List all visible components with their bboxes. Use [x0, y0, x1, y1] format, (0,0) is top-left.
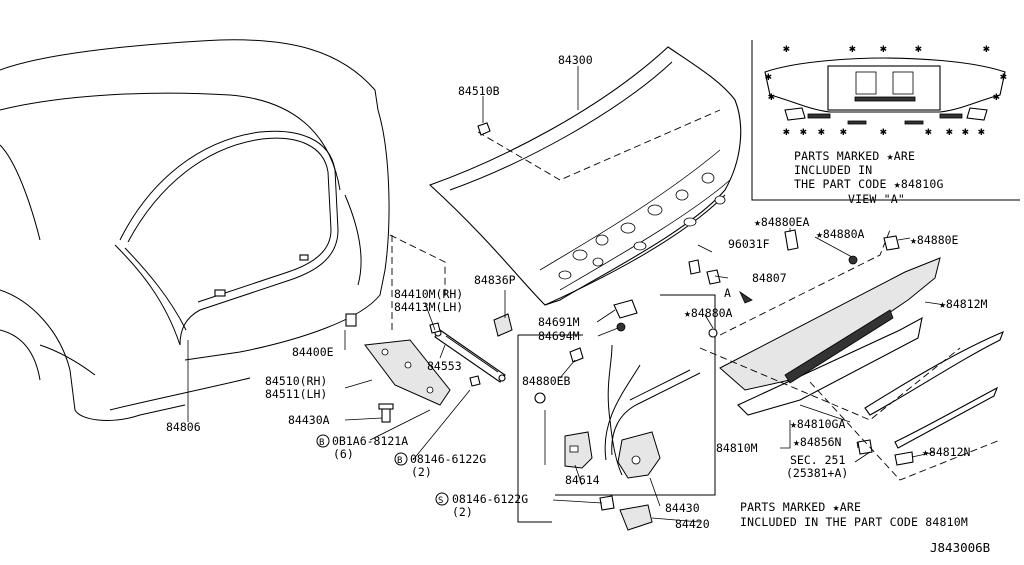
label-84553: 84553	[427, 359, 462, 373]
label-sec-25381: (25381+A)	[786, 466, 848, 480]
label-08146-6122G-s: 08146-6122G	[452, 492, 528, 506]
svg-text:✱: ✱	[849, 41, 856, 55]
label-84812N: ★84812N	[922, 445, 971, 459]
label-08146-6122G-b: 08146-6122G	[410, 452, 486, 466]
label-84880A-1: ★84880A	[816, 227, 865, 241]
bolt-callout-0B1A6: B 0B1A6-8121A (6)	[316, 434, 408, 461]
view-a-note: PARTS MARKED ★ARE INCLUDED IN THE PART C…	[794, 149, 944, 206]
finisher-garnish-drawing	[599, 229, 1004, 531]
view-a-note-line-2: INCLUDED IN	[794, 163, 872, 177]
svg-text:✱: ✱	[915, 41, 922, 55]
label-84694M: 84694M	[538, 329, 580, 343]
circle-b-mark-2: B	[397, 456, 402, 466]
svg-text:✱: ✱	[962, 124, 969, 138]
bolt-callout-08146-b: B 08146-6122G (2)	[394, 452, 486, 479]
svg-text:✱: ✱	[946, 124, 953, 138]
arrow-a-label: A	[724, 286, 731, 300]
label-84806: 84806	[166, 420, 201, 434]
label-84807: 84807	[752, 271, 787, 285]
label-84880E: ★84880E	[910, 233, 959, 247]
label-84400E: 84400E	[292, 345, 334, 359]
label-96031F: 96031F	[728, 237, 770, 251]
svg-text:✱: ✱	[1000, 69, 1007, 83]
view-a-note-line-3: THE PART CODE ★84810G	[794, 177, 944, 191]
hinge-and-strut-drawing	[345, 122, 546, 423]
view-a-star-markers: ✱ ✱ ✱ ✱ ✱ ✱ ✱ ✱ ✱ ✱ ✱ ✱ ✱ ✱ ✱ ✱ ✱ ✱	[765, 41, 1007, 138]
view-a-title: VIEW "A"	[848, 192, 905, 206]
svg-text:✱: ✱	[978, 124, 985, 138]
svg-text:✱: ✱	[765, 69, 772, 83]
svg-text:✱: ✱	[818, 124, 825, 138]
label-84880A-2: ★84880A	[684, 306, 733, 320]
leader-lines	[187, 66, 946, 523]
svg-text:✱: ✱	[880, 41, 887, 55]
label-84691M: 84691M	[538, 315, 580, 329]
car-body-drawing	[0, 39, 390, 421]
label-84410M: 84410M(RH)	[394, 287, 463, 301]
label-84880EA: ★84880EA	[754, 215, 809, 229]
label-84810GA: ★84810GA	[790, 417, 845, 431]
label-84420: 84420	[675, 517, 710, 531]
label-84430: 84430	[665, 501, 700, 515]
label-84812M: ★84812M	[939, 297, 988, 311]
trunk-lid-drawing	[428, 46, 742, 306]
lid-inner-holes	[558, 172, 726, 280]
label-84413M: 84413M(LH)	[394, 300, 463, 314]
svg-text:✱: ✱	[800, 124, 807, 138]
latch-cable-detail-box	[517, 294, 716, 523]
svg-text:✱: ✱	[768, 89, 775, 103]
diagram-code: J843006B	[930, 540, 990, 555]
label-84856N: ★84856N	[793, 435, 842, 449]
label-qty-2-a: (2)	[411, 465, 432, 479]
bottom-note-line-1: PARTS MARKED ★ARE	[740, 500, 861, 514]
svg-text:✱: ✱	[840, 124, 847, 138]
circle-s-mark: S	[438, 496, 443, 506]
label-84614: 84614	[565, 473, 600, 487]
label-84880EB: 84880EB	[522, 374, 571, 388]
view-a-inset: ✱ ✱ ✱ ✱ ✱ ✱ ✱ ✱ ✱ ✱ ✱ ✱ ✱ ✱ ✱ ✱ ✱ ✱	[751, 40, 1020, 201]
label-84510B: 84510B	[458, 84, 500, 98]
circle-b-mark: B	[319, 438, 324, 448]
bolt-callout-08146-s: S 08146-6122G (2)	[435, 492, 528, 519]
bottom-note-line-2: INCLUDED IN THE PART CODE 84810M	[740, 515, 968, 529]
view-a-note-line-1: PARTS MARKED ★ARE	[794, 149, 915, 163]
label-84430A: 84430A	[288, 413, 330, 427]
svg-text:✱: ✱	[983, 41, 990, 55]
label-qty-2-b: (2)	[452, 505, 473, 519]
svg-text:✱: ✱	[993, 89, 1000, 103]
svg-text:✱: ✱	[880, 124, 887, 138]
label-sec-251: SEC. 251	[790, 453, 845, 467]
label-0B1A6-8121A: 0B1A6-8121A	[332, 434, 408, 448]
label-84810M: 84810M	[716, 441, 758, 455]
svg-text:✱: ✱	[783, 41, 790, 55]
label-84300: 84300	[558, 53, 593, 67]
bottom-note: PARTS MARKED ★ARE INCLUDED IN THE PART C…	[740, 500, 968, 529]
label-84510: 84510(RH)	[265, 374, 327, 388]
part-labels: 84300 84510B 84806 84400E 84410M(RH) 844…	[166, 53, 988, 531]
label-84836P: 84836P	[474, 273, 516, 287]
svg-text:✱: ✱	[783, 124, 790, 138]
label-qty-6: (6)	[333, 447, 354, 461]
svg-text:✱: ✱	[925, 124, 932, 138]
label-84511: 84511(LH)	[265, 387, 327, 401]
